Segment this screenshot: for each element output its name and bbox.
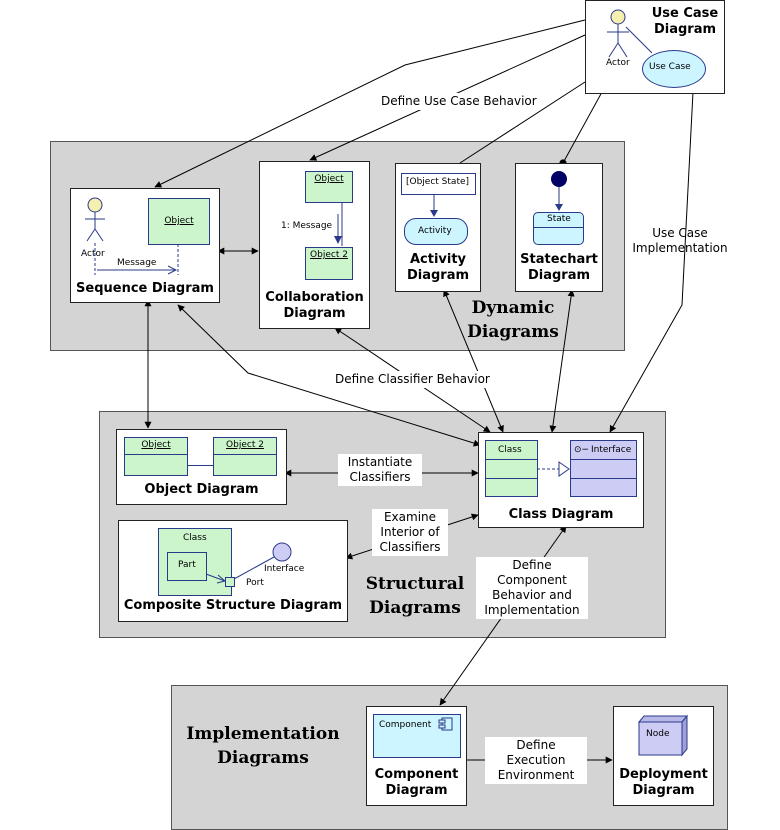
activity-flow	[430, 194, 438, 217]
component-icon	[438, 717, 453, 731]
composite-interface-label: Interface	[264, 564, 305, 574]
interface-key-icon: ⊙−	[574, 445, 590, 455]
use-case-ellipse	[642, 50, 706, 88]
sequence-diagram-title: Sequence Diagram	[76, 281, 214, 296]
object-state-box: [Object State]	[401, 173, 476, 195]
composite-class-label: Class	[183, 533, 207, 543]
actor-icon	[607, 9, 652, 58]
activity-label: Activity	[418, 226, 452, 236]
deployment-diagram-card[interactable]: Node Deployment Diagram	[613, 706, 714, 806]
activity-diagram-title: Activity Diagram	[406, 252, 470, 283]
node-label: Node	[646, 729, 670, 739]
use-case-diagram-title: Use Case Diagram	[651, 6, 719, 37]
seq-actor-label: Actor	[81, 249, 105, 259]
state-node	[533, 212, 584, 245]
object-diagram-title: Object Diagram	[144, 482, 259, 497]
class-label: Class	[498, 445, 522, 455]
component-label: Component	[379, 720, 432, 730]
statechart-diagram-card[interactable]: State Statechart Diagram	[515, 163, 603, 292]
composite-structure-diagram-title: Composite Structure Diagram	[123, 598, 343, 613]
composite-structure-diagram-card[interactable]: Class Part Port Interface Composite Stru…	[118, 520, 348, 622]
activity-node	[404, 218, 468, 245]
deployment-diagram-title: Deployment Diagram	[619, 767, 708, 798]
collab-links	[334, 202, 343, 246]
define-component-label: Define Component Behavior and Implementa…	[476, 557, 588, 619]
composite-links	[205, 542, 292, 584]
structural-diagrams-title: Structural Diagrams	[365, 574, 465, 618]
implementation-diagrams-title: Implementation Diagrams	[186, 724, 340, 768]
define-execution-label: Define Execution Environment	[485, 737, 587, 784]
activity-diagram-card[interactable]: [Object State] Activity Activity Diagram	[395, 163, 481, 292]
uc-actor-label: Actor	[606, 58, 630, 68]
define-use-case-behavior-label: Define Use Case Behavior	[378, 93, 540, 110]
component-diagram-card[interactable]: Component Component Diagram	[366, 706, 467, 806]
state-label: State	[547, 214, 571, 224]
collab-object2-box: Object 2	[305, 247, 353, 280]
statechart-flow	[551, 171, 567, 211]
collab-object-box: Object	[305, 171, 353, 203]
instantiate-classifiers-label: Instantiate Classifiers	[338, 454, 422, 486]
object-diagram-card[interactable]: Object Object 2 Object Diagram	[116, 429, 287, 505]
dynamic-diagrams-title: Dynamic Diagrams	[467, 298, 559, 342]
seq-message-label: Message	[117, 258, 157, 268]
uc-to-sequence-line	[154, 19, 586, 188]
node-cube-icon	[637, 714, 689, 757]
part-box	[167, 552, 207, 581]
part-label: Part	[178, 560, 196, 570]
class-diagram-card[interactable]: Class ⊙− Interface Class Diagram	[478, 432, 644, 528]
interface-label: Interface	[591, 445, 632, 455]
seq-lifelines	[94, 243, 179, 275]
uc-to-class-line	[609, 91, 694, 433]
collaboration-diagram-title: Collaboration Diagram	[265, 290, 364, 321]
port-label: Port	[246, 578, 264, 588]
obj-object-box: Object	[124, 437, 188, 476]
interface-box	[570, 440, 637, 497]
port-square	[225, 577, 235, 587]
define-classifier-behavior-label: Define Classifier Behavior	[332, 371, 493, 388]
collaboration-diagram-card[interactable]: Object Object 2 1: Message Collaboration…	[259, 161, 370, 329]
seq-actor-icon	[85, 197, 105, 242]
statechart-diagram-title: Statechart Diagram	[520, 252, 598, 283]
statechart-class-line	[549, 289, 575, 433]
seq-object-box: Object	[148, 198, 210, 245]
sequence-diagram-card[interactable]: Actor Object Message Sequence Diagram	[70, 188, 220, 303]
collab-message-label: 1: Message	[281, 221, 333, 231]
use-case-diagram-card[interactable]: Actor Use Case Use Case Diagram	[585, 0, 725, 94]
uc-to-statechart-line	[559, 91, 603, 167]
use-case-implementation-label: Use Case Implementation	[632, 226, 728, 255]
component-diagram-title: Component Diagram	[374, 767, 459, 798]
examine-interior-label: Examine Interior of Classifiers	[372, 509, 448, 556]
obj-object2-box: Object 2	[213, 437, 277, 476]
activity-class-line	[443, 289, 504, 433]
realization-arrow	[537, 461, 570, 477]
class-diagram-title: Class Diagram	[508, 507, 614, 522]
class-box	[485, 440, 538, 497]
uc-to-activity-line	[459, 81, 586, 164]
use-case-label: Use Case	[649, 62, 691, 72]
